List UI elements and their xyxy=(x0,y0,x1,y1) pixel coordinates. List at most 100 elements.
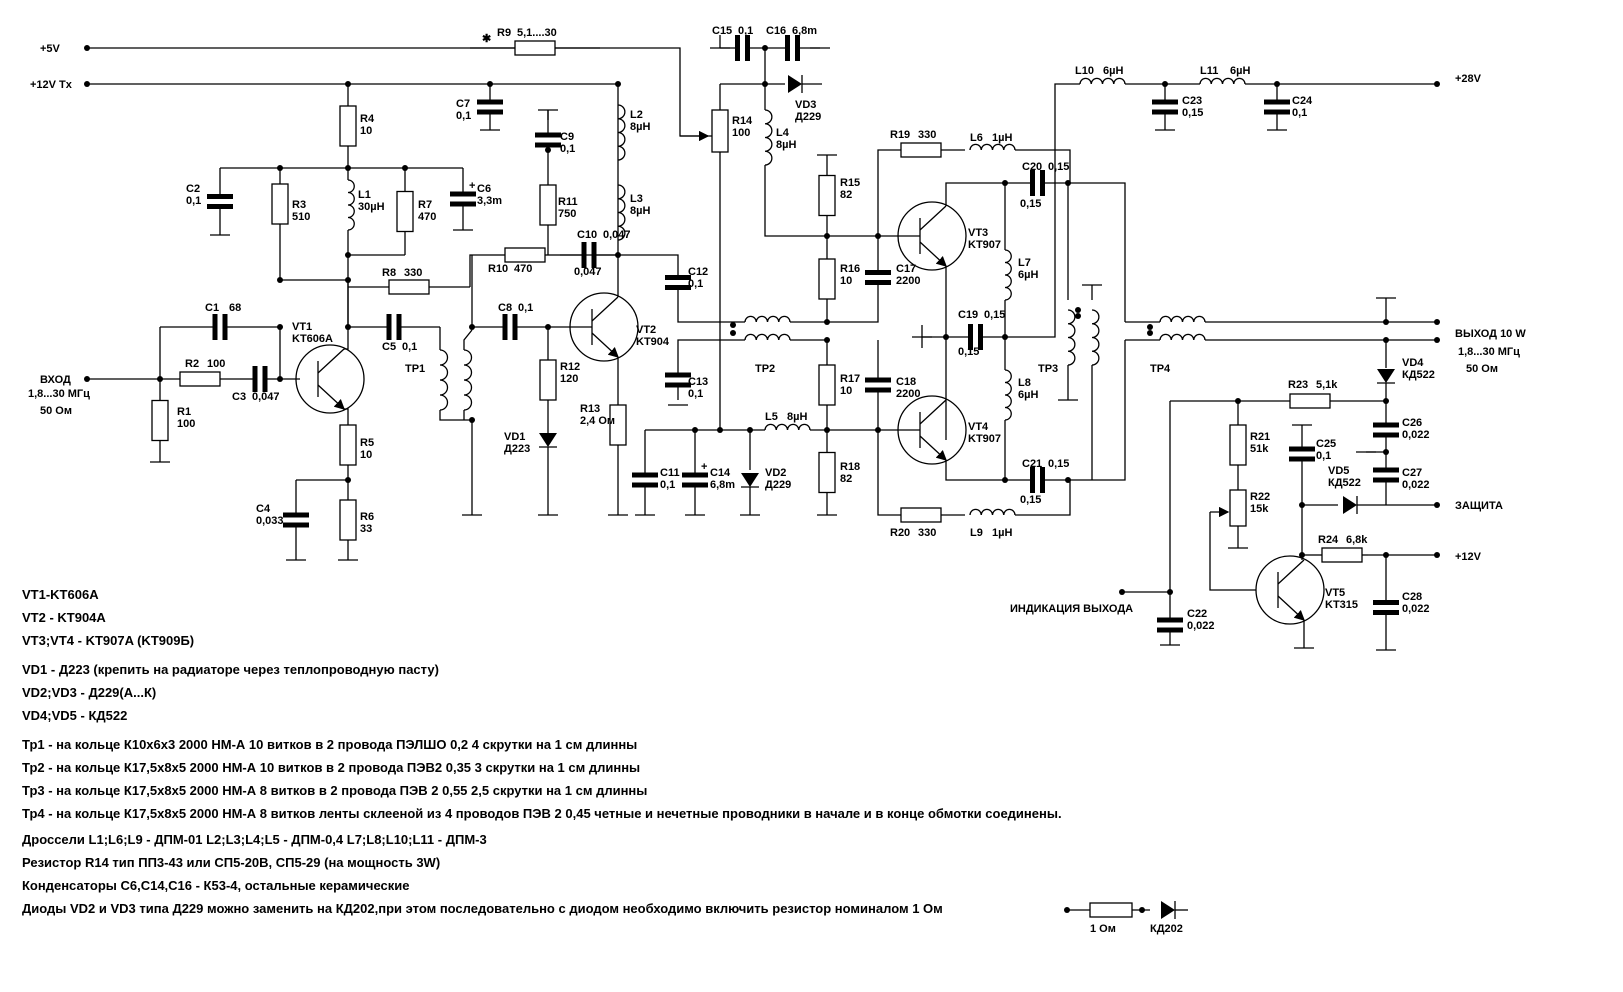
transistor-emitter xyxy=(919,435,947,461)
label-components-R19-0: R19 xyxy=(890,129,910,141)
label-components-VD4-1: КД522 xyxy=(1402,369,1435,381)
label-components-C25-1: 0,1 xyxy=(1316,450,1331,462)
junction-dot xyxy=(1119,589,1125,595)
label-components-C8-1: 0,1 xyxy=(518,302,533,314)
label-components-C21-1: 0,15 xyxy=(1048,458,1069,470)
label-components-R20-0: R20 xyxy=(890,527,910,539)
label-components-C1-0: C1 xyxy=(205,302,219,314)
inductor xyxy=(764,109,773,166)
label-components-C4-1: 0,033 xyxy=(256,515,284,527)
label-components-R9-1: 5,1....30 xyxy=(517,27,557,39)
label-components-R7-0: R7 xyxy=(418,199,432,211)
label-components-R22-0: R22 xyxy=(1250,491,1270,503)
label-components-C22-1: 0,022 xyxy=(1187,620,1215,632)
label-components-C20-1: 0,15 xyxy=(1048,161,1069,173)
label-components-TP2: TP2 xyxy=(755,363,775,375)
note-line: VT3;VT4 - KT907A (KT909Б) xyxy=(22,633,195,648)
label-components-C9-0: C9 xyxy=(560,131,574,143)
label-rails-v5: +5V xyxy=(40,43,61,55)
junction-dot xyxy=(545,147,551,153)
inductor xyxy=(1159,333,1206,341)
label-components-C18-0: C18 xyxy=(896,376,916,388)
wire xyxy=(1068,340,1126,481)
label-components-R24-0: R24 xyxy=(1318,534,1339,546)
legend-resistor xyxy=(1089,902,1133,918)
label-components-R21-1: 51k xyxy=(1250,443,1269,455)
label-rails-v12tx: +12V Tx xyxy=(30,79,73,91)
note-line: VT2 - KT904A xyxy=(22,610,106,625)
label-components-R9-0: R9 xyxy=(497,27,511,39)
label-components-C4-0: C4 xyxy=(256,503,271,515)
label-components-R8-0: R8 xyxy=(382,267,396,279)
label-components-R1-0: R1 xyxy=(177,406,191,418)
junction-dot xyxy=(1434,81,1440,87)
note-line: Резистор R14 тип ПП3-43 или СП5-20В, СП5… xyxy=(22,855,441,870)
junction-dot xyxy=(84,376,90,382)
label-components-L7-0: L7 xyxy=(1018,257,1031,269)
junction-dot xyxy=(1075,307,1081,313)
label-components-L9-0: L9 xyxy=(970,527,983,539)
label-ports-input_freq: 1,8...30 МГц xyxy=(28,388,90,400)
label-components-R23-0: R23 xyxy=(1288,379,1308,391)
junction-dot xyxy=(1064,907,1070,913)
inductor xyxy=(1004,249,1012,301)
inductor xyxy=(1079,77,1126,85)
label-components-C13-1: 0,1 xyxy=(688,388,703,400)
label-components-R5-0: R5 xyxy=(360,437,374,449)
label-components-C7-0: C7 xyxy=(456,98,470,110)
resistor xyxy=(514,40,556,56)
label-components-L8-1: 6µH xyxy=(1018,389,1038,401)
label-components-TP1: TP1 xyxy=(405,363,425,375)
resistor xyxy=(179,371,221,387)
transistor-collector xyxy=(317,348,345,374)
label-rails-v28: +28V xyxy=(1455,73,1482,85)
note-line: VD1 - Д223 (крепить на радиаторе через т… xyxy=(22,662,439,677)
wire xyxy=(1122,401,1171,593)
label-components-L9-1: 1µH xyxy=(992,527,1012,539)
label-components-R11-0: R11 xyxy=(558,196,578,208)
label-components-C22-0: C22 xyxy=(1187,608,1207,620)
wire xyxy=(439,410,473,515)
label-components-C13-0: C13 xyxy=(688,376,708,388)
transistor-collector xyxy=(919,399,947,425)
resistor xyxy=(388,279,430,295)
label-components-R8-1: 330 xyxy=(404,267,422,279)
label-components-C3-0: C3 xyxy=(232,391,246,403)
junction-dot xyxy=(1235,398,1241,404)
label-components-L5-0: L5 xyxy=(765,411,778,423)
label-components-VD2-1: Д229 xyxy=(765,479,791,491)
label-components-R14-1: 100 xyxy=(732,127,750,139)
resistor xyxy=(818,364,836,406)
label-components-C27-1: 0,022 xyxy=(1402,479,1430,491)
label-components-C19-1: 0,15 xyxy=(984,309,1005,321)
junction-dot xyxy=(1075,313,1081,319)
wire xyxy=(1015,149,1071,183)
label-components-VT1-0: VT1 xyxy=(292,321,312,333)
label-legend-diode: КД202 xyxy=(1150,923,1183,935)
label-components-C8-0: C8 xyxy=(498,302,512,314)
label-components-R14-0: R14 xyxy=(732,115,753,127)
label-components-R4-1: 10 xyxy=(360,125,372,137)
label-components-R18-1: 82 xyxy=(840,473,852,485)
label-components-R18-0: R18 xyxy=(840,461,860,473)
label-components-R11-1: 750 xyxy=(558,208,576,220)
junction-dot xyxy=(730,330,736,336)
junction-dot xyxy=(692,427,698,433)
label-components-R6-0: R6 xyxy=(360,511,374,523)
wire xyxy=(618,254,679,265)
label-components-L10-0: L10 xyxy=(1075,65,1094,77)
transistor-collector xyxy=(919,205,947,231)
label-components-VT5-1: KT315 xyxy=(1325,599,1358,611)
transistor-collector xyxy=(1277,559,1305,585)
label-components-C9-1: 0,1 xyxy=(560,143,575,155)
label-ports-output_imp: 50 Ом xyxy=(1466,363,1498,375)
resistor xyxy=(151,399,169,442)
junction-dot xyxy=(730,322,736,328)
label-components-VT4-0: VT4 xyxy=(968,421,989,433)
resistor xyxy=(900,507,942,523)
wire xyxy=(463,329,473,350)
potentiometer xyxy=(1229,489,1247,527)
label-components-VT4-1: KT907 xyxy=(968,433,1001,445)
